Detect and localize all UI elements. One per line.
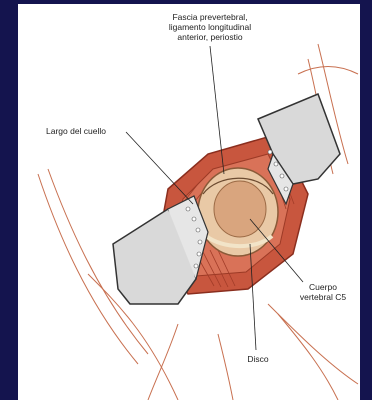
disco-label: Disco	[238, 354, 278, 364]
illustration-panel: Fascia prevertebral, ligamento longitudi…	[18, 4, 360, 400]
largo-del-cuello-label: Largo del cuello	[46, 126, 136, 136]
surgical-illustration	[18, 4, 360, 400]
cuerpo-vertebral-label: Cuerpo vertebral C5	[288, 282, 358, 302]
fascia-label: Fascia prevertebral, ligamento longitudi…	[146, 12, 274, 42]
